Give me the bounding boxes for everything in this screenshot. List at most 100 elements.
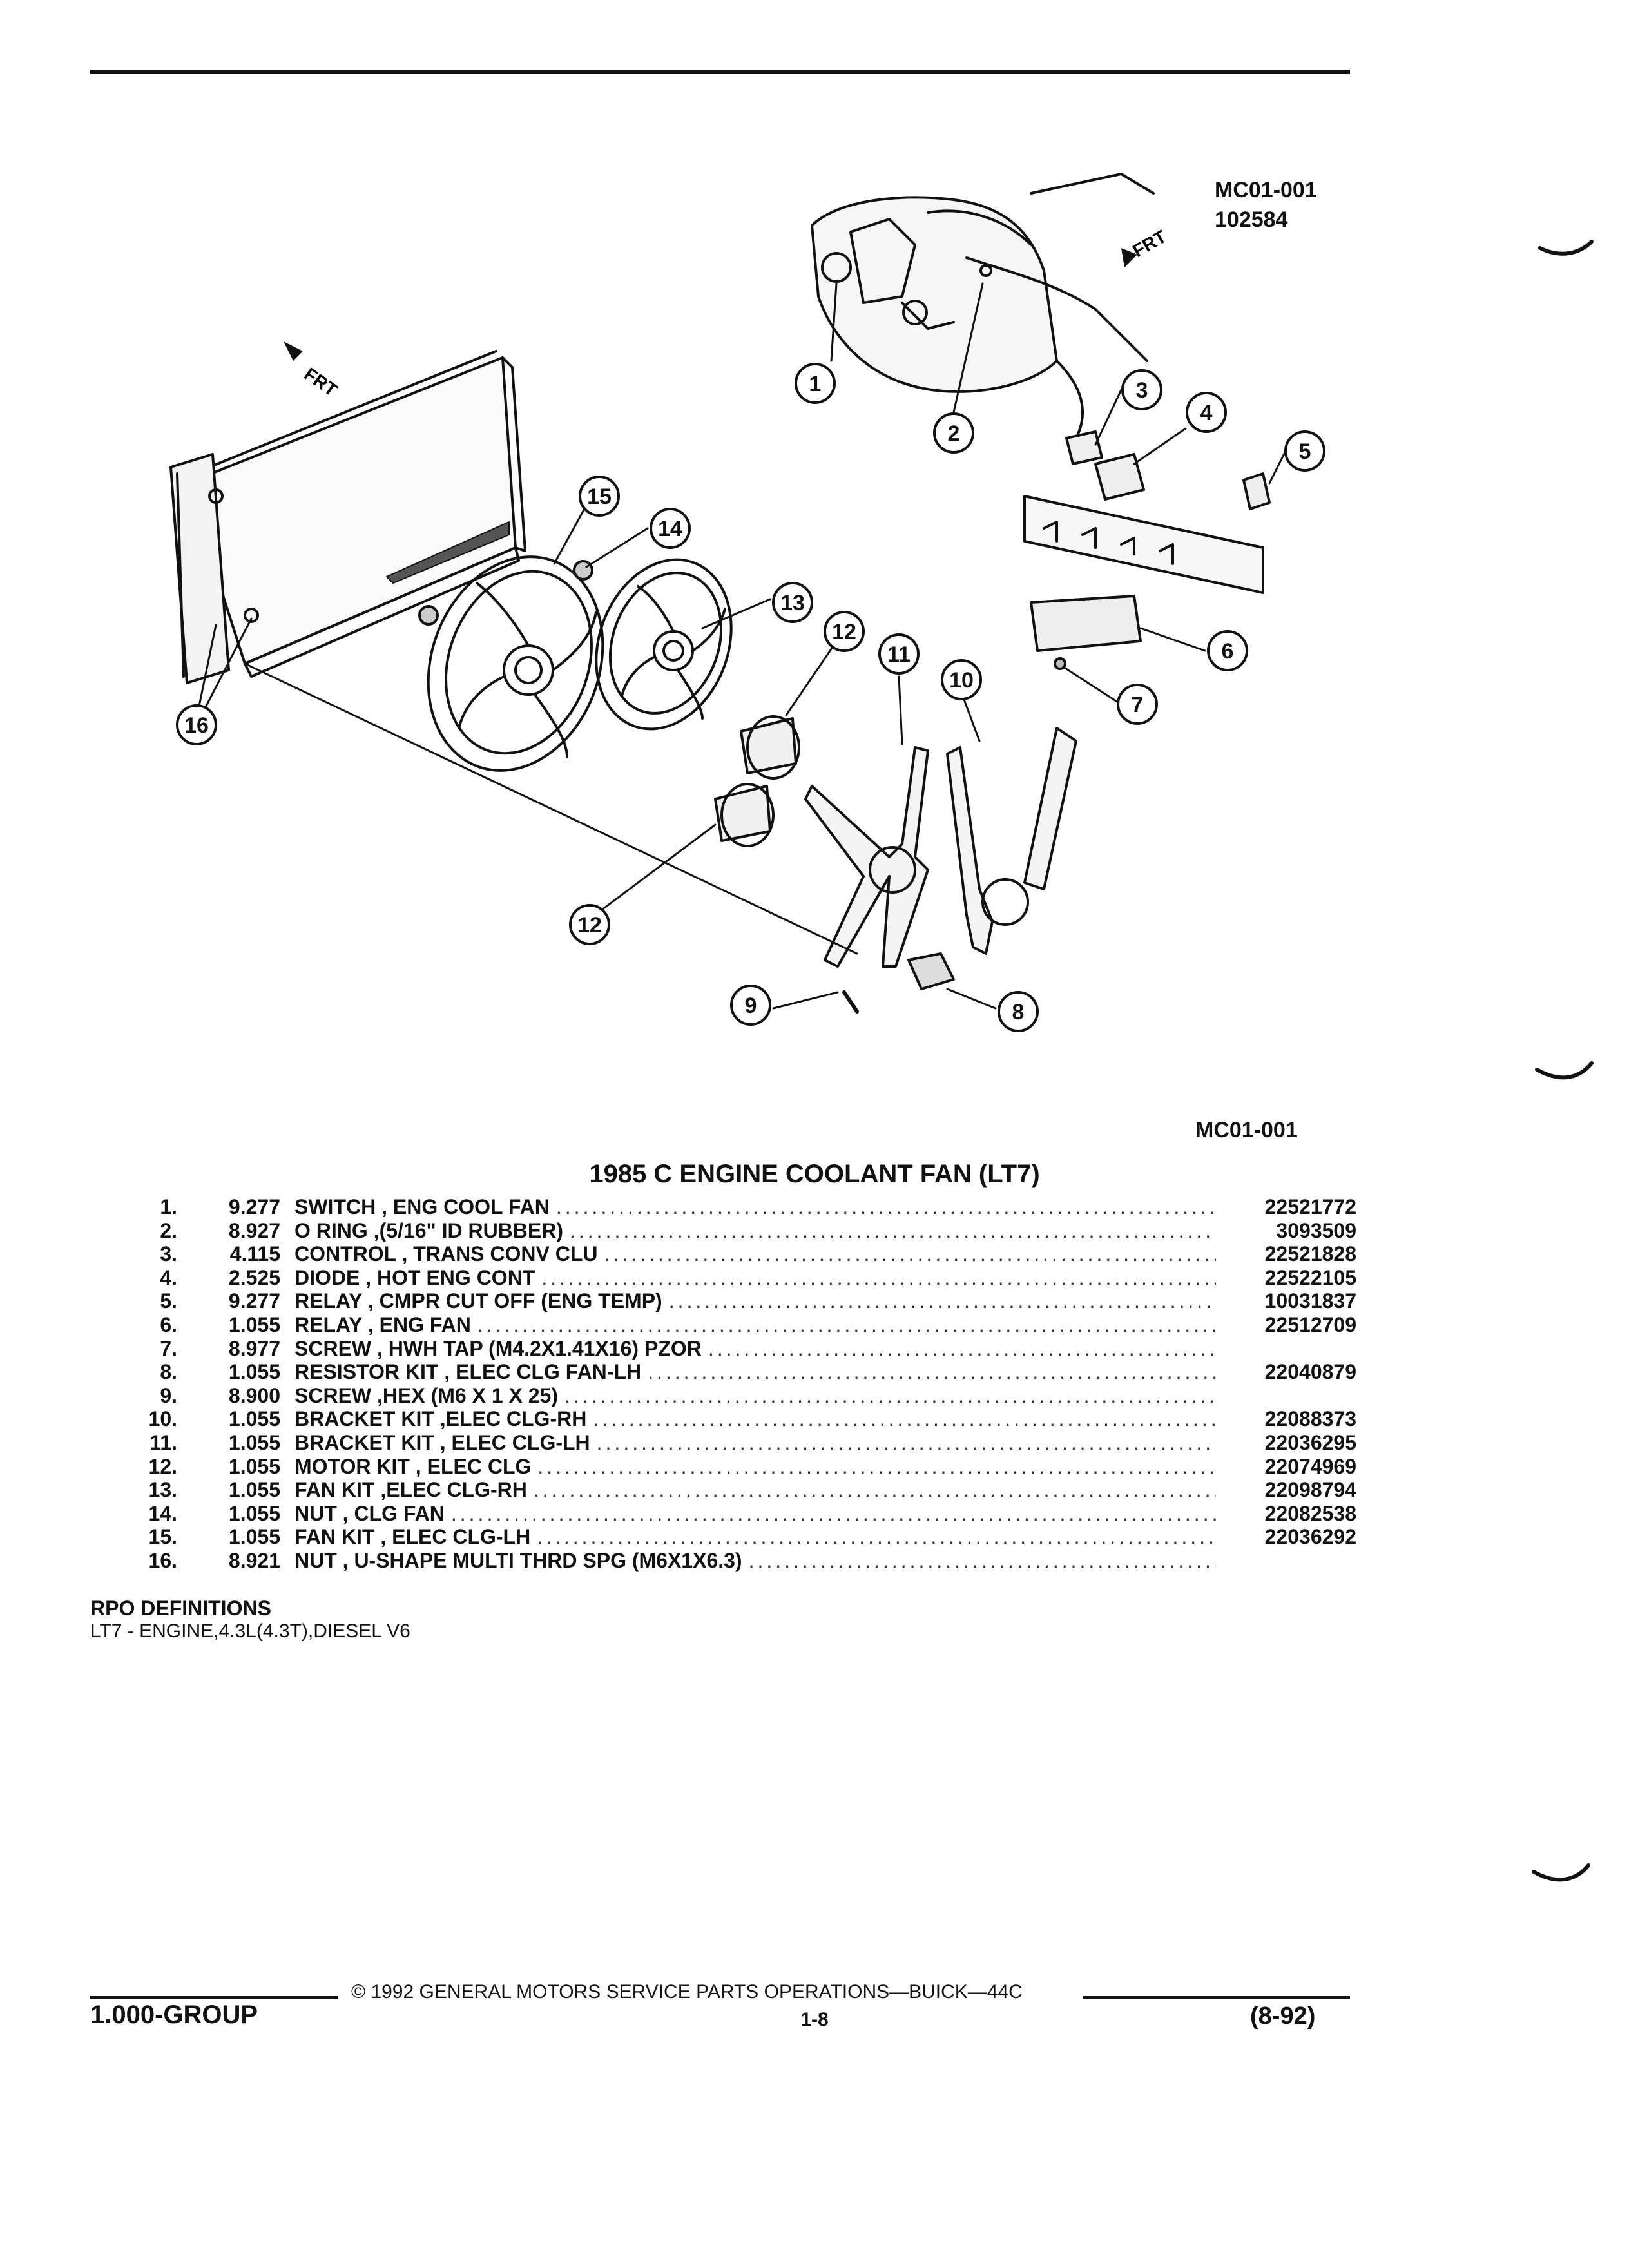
parts-list-row: 4. 2.525 DIODE , HOT ENG CONT.............… bbox=[132, 1266, 1356, 1290]
callout-circle bbox=[176, 704, 217, 745]
item-description-cell: DIODE , HOT ENG CONT....................… bbox=[294, 1266, 1216, 1289]
callout-circle bbox=[1121, 369, 1162, 410]
leader-dots: ........................................… bbox=[604, 1242, 1216, 1266]
item-number: 7. bbox=[160, 1336, 177, 1360]
item-number: 13. bbox=[148, 1478, 177, 1502]
item-number: 10. bbox=[148, 1407, 177, 1431]
item-number: 1. bbox=[160, 1195, 177, 1218]
leader-dots: ........................................… bbox=[668, 1289, 1216, 1313]
item-description-cell: O RING ,(5/16" ID RUBBER)...............… bbox=[294, 1219, 1216, 1242]
leader-dots: ........................................… bbox=[708, 1336, 1216, 1360]
item-description: BRACKET KIT ,ELEC CLG-RH bbox=[294, 1407, 587, 1431]
item-number: 4. bbox=[160, 1265, 177, 1289]
callout-label: 11 bbox=[887, 642, 911, 667]
item-number: 3. bbox=[160, 1242, 177, 1266]
callout-label: 9 bbox=[745, 994, 757, 1018]
item-number: 6. bbox=[160, 1312, 177, 1336]
item-description: BRACKET KIT , ELEC CLG-LH bbox=[294, 1430, 590, 1454]
figure-id-top: MC01-001 102584 bbox=[1215, 175, 1317, 235]
callout-12: 12 bbox=[824, 611, 865, 652]
part-number: 22522105 bbox=[1264, 1265, 1356, 1289]
radiator-drawing bbox=[169, 350, 526, 684]
figure-date-code: 102584 bbox=[1215, 207, 1288, 232]
callout-circle bbox=[933, 412, 974, 454]
figure-id-top-code: MC01-001 bbox=[1215, 178, 1317, 202]
frt-label-left: FRT bbox=[301, 364, 341, 401]
item-number: 16. bbox=[148, 1548, 177, 1572]
part-number: 22098794 bbox=[1264, 1478, 1356, 1502]
callout-16: 16 bbox=[176, 704, 217, 745]
callout-5: 5 bbox=[1284, 430, 1325, 472]
item-number: 9. bbox=[160, 1383, 177, 1407]
parts-list-title: 1985 C ENGINE COOLANT FAN (LT7) bbox=[589, 1160, 1040, 1188]
part-number: 22521828 bbox=[1264, 1242, 1356, 1266]
footer-group: 1.000-GROUP bbox=[90, 2001, 258, 2029]
leader-dots: ........................................… bbox=[477, 1312, 1216, 1336]
callout-label: 14 bbox=[658, 517, 682, 541]
group-number: 1.055 bbox=[228, 1501, 280, 1525]
item-description-cell: BRACKET KIT ,ELEC CLG-RH................… bbox=[294, 1407, 1216, 1430]
part-number: 22036295 bbox=[1264, 1430, 1356, 1454]
item-number: 11. bbox=[149, 1430, 177, 1454]
group-number: 2.525 bbox=[228, 1265, 280, 1289]
fan-left-drawing bbox=[427, 555, 604, 772]
item-description: NUT , CLG FAN bbox=[294, 1501, 445, 1525]
item-description: RELAY , CMPR CUT OFF (ENG TEMP) bbox=[294, 1289, 662, 1313]
callout-circle bbox=[1186, 392, 1227, 433]
footer-page-number: 1-8 bbox=[800, 2009, 829, 2030]
callout-circle bbox=[795, 363, 836, 404]
leader-dots: ........................................… bbox=[537, 1454, 1216, 1478]
callout-circle bbox=[650, 508, 691, 549]
item-description-cell: SCREW , HWH TAP (M4.2X1.41X16) PZOR.....… bbox=[294, 1337, 1216, 1360]
callout-circle bbox=[730, 985, 771, 1026]
item-description-cell: SWITCH , ENG COOL FAN...................… bbox=[294, 1195, 1216, 1218]
group-number: 1.055 bbox=[228, 1407, 280, 1431]
leader-dots: ........................................… bbox=[570, 1218, 1216, 1242]
callout-7: 7 bbox=[1117, 684, 1158, 725]
callout-circle bbox=[998, 991, 1039, 1032]
item-description: RELAY , ENG FAN bbox=[294, 1312, 471, 1336]
frt-arrow-left: FRT bbox=[284, 341, 341, 400]
item-number: 12. bbox=[148, 1454, 177, 1478]
group-number: 1.055 bbox=[228, 1478, 280, 1502]
item-description: CONTROL , TRANS CONV CLU bbox=[294, 1242, 598, 1266]
part-number: 3093509 bbox=[1276, 1218, 1356, 1242]
footer-rule-left bbox=[90, 1996, 338, 1999]
group-number: 4.115 bbox=[229, 1242, 280, 1266]
part-number: 22088373 bbox=[1264, 1407, 1356, 1431]
callout-circle bbox=[1117, 684, 1158, 725]
callout-label: 15 bbox=[587, 485, 612, 509]
callout-label: 8 bbox=[1012, 1000, 1025, 1024]
leader-dots: ........................................… bbox=[537, 1525, 1216, 1549]
callout-4: 4 bbox=[1186, 392, 1227, 433]
callout-circle bbox=[1284, 430, 1325, 472]
callout-circle bbox=[824, 611, 865, 652]
leader-lines bbox=[195, 282, 1287, 1010]
callout-2: 2 bbox=[933, 412, 974, 454]
leader-dots: ........................................… bbox=[533, 1478, 1216, 1502]
callout-label: 3 bbox=[1136, 378, 1148, 403]
callout-circle bbox=[579, 476, 620, 517]
part-number: 22521772 bbox=[1264, 1195, 1356, 1218]
fan-right-drawing bbox=[595, 558, 733, 731]
item-description-cell: SCREW ,HEX (M6 X 1 X 25)................… bbox=[294, 1384, 1216, 1407]
callout-label: 1 bbox=[809, 372, 822, 396]
footer-rule-right bbox=[1083, 1996, 1350, 1999]
item-number: 8. bbox=[160, 1360, 177, 1384]
parts-list-row: 10. 1.055 BRACKET KIT ,ELEC CLG-RH........… bbox=[132, 1407, 1356, 1431]
fan-brackets-drawing bbox=[804, 727, 1077, 968]
group-number: 1.055 bbox=[228, 1360, 280, 1384]
figure-id-bottom: MC01-001 bbox=[1195, 1118, 1298, 1142]
callout-label: 5 bbox=[1299, 439, 1311, 464]
callout-label: 10 bbox=[949, 668, 974, 693]
callout-15: 15 bbox=[579, 476, 620, 517]
item-number: 15. bbox=[148, 1525, 177, 1549]
